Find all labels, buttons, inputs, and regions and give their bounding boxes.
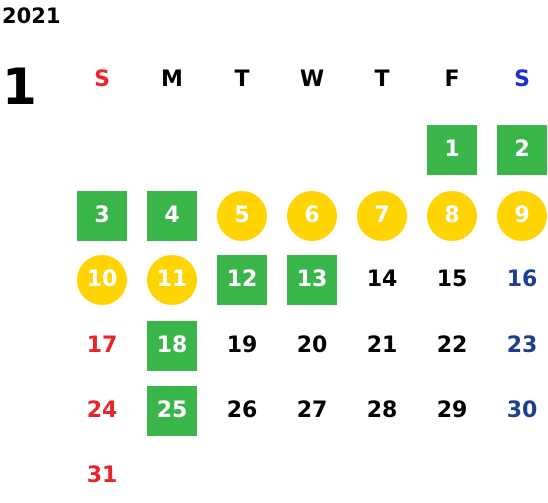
calendar-day-15[interactable]: 15 [436, 267, 468, 292]
calendar-day-6[interactable]: 6 [287, 191, 337, 241]
calendar-day-18[interactable]: 18 [147, 321, 197, 371]
calendar-day-8[interactable]: 8 [427, 191, 477, 241]
calendar-day-30[interactable]: 30 [506, 398, 538, 423]
weekday-header-monday: M [161, 67, 183, 92]
calendar-day-14[interactable]: 14 [366, 267, 398, 292]
calendar-day-12[interactable]: 12 [217, 255, 267, 305]
calendar-day-1[interactable]: 1 [427, 125, 477, 175]
calendar-day-20[interactable]: 20 [296, 333, 328, 358]
calendar-day-7[interactable]: 7 [357, 191, 407, 241]
year-label: 2021 [2, 4, 61, 28]
calendar-day-21[interactable]: 21 [366, 333, 398, 358]
weekday-header-friday: F [444, 67, 460, 92]
calendar-day-17[interactable]: 17 [86, 333, 118, 358]
weekday-header-wednesday: W [299, 67, 325, 92]
calendar-day-26[interactable]: 26 [226, 398, 258, 423]
calendar-day-13[interactable]: 13 [287, 255, 337, 305]
calendar-day-22[interactable]: 22 [436, 333, 468, 358]
calendar-day-4[interactable]: 4 [147, 191, 197, 241]
weekday-header-thursday: T [374, 67, 390, 92]
calendar-day-9[interactable]: 9 [497, 191, 547, 241]
weekday-header-sunday: S [94, 67, 110, 92]
calendar-day-23[interactable]: 23 [506, 333, 538, 358]
calendar-day-29[interactable]: 29 [436, 398, 468, 423]
calendar-day-2[interactable]: 2 [497, 125, 547, 175]
weekday-header-tuesday: T [234, 67, 250, 92]
month-number: 1 [2, 58, 37, 116]
calendar-day-10[interactable]: 10 [77, 255, 127, 305]
calendar-day-25[interactable]: 25 [147, 386, 197, 436]
calendar-day-5[interactable]: 5 [217, 191, 267, 241]
calendar-day-24[interactable]: 24 [86, 398, 118, 423]
calendar-day-28[interactable]: 28 [366, 398, 398, 423]
weekday-header-saturday: S [514, 67, 530, 92]
calendar-day-11[interactable]: 11 [147, 255, 197, 305]
calendar-day-16[interactable]: 16 [506, 267, 538, 292]
calendar-day-19[interactable]: 19 [226, 333, 258, 358]
calendar-day-3[interactable]: 3 [77, 191, 127, 241]
calendar-day-27[interactable]: 27 [296, 398, 328, 423]
calendar-day-31[interactable]: 31 [86, 463, 118, 488]
